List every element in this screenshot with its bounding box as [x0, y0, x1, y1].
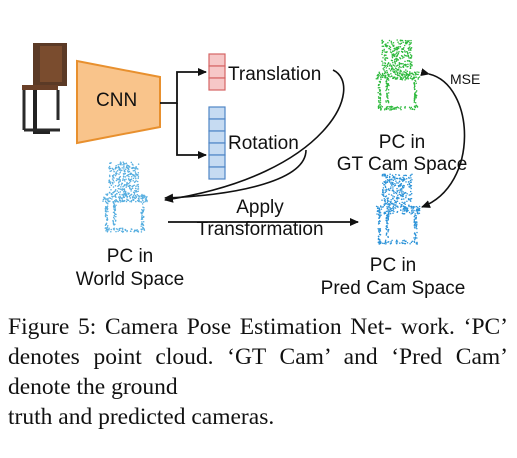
- mse-label: MSE: [450, 71, 481, 87]
- caption-line-2: work. ‘PC’ denotes point cloud. ‘GT: [8, 314, 509, 370]
- translation-to-world-arrow: [164, 69, 345, 203]
- world-space-point-cloud: [102, 161, 148, 233]
- rotation-vector: [208, 106, 226, 180]
- gt-space-label-line2: GT Cam Space: [336, 154, 468, 175]
- pred-space-label-line2: Pred Cam Space: [320, 278, 466, 299]
- chair-photo: [22, 43, 67, 134]
- translation-label: Translation: [228, 64, 322, 85]
- cnn-block: [76, 59, 161, 145]
- rotation-to-world-arrow: [164, 149, 307, 202]
- apply-transformation-label: Apply Transformation: [175, 197, 345, 241]
- cnn-to-translation-arrow: [160, 68, 207, 104]
- apply-label-line1: Apply: [236, 197, 284, 218]
- gt-space-label: PC in GT Cam Space: [322, 132, 482, 176]
- caption-line-1: Figure 5: Camera Pose Estimation Net-: [8, 314, 393, 340]
- gt-space-label-line1: PC in: [378, 132, 426, 153]
- world-space-label-line2: World Space: [75, 269, 185, 290]
- figure-caption: Figure 5: Camera Pose Estimation Net- wo…: [8, 312, 508, 432]
- pred-space-label: PC in Pred Cam Space: [298, 254, 488, 300]
- rotation-label: Rotation: [228, 133, 299, 154]
- world-space-label: PC in World Space: [55, 245, 205, 291]
- caption-line-3: Cam’ and ‘Pred Cam’ denote the ground: [8, 344, 508, 400]
- translation-vector: [208, 53, 226, 91]
- pred-cam-point-cloud: [375, 173, 421, 245]
- pose-estimation-diagram: CNN Translation Rotation MSE PC in GT Ca…: [22, 39, 488, 300]
- world-space-label-line1: PC in: [106, 246, 154, 267]
- caption-line-4: truth and predicted cameras.: [8, 404, 275, 430]
- cnn-label: CNN: [96, 90, 138, 111]
- cnn-to-rotation-arrow: [176, 103, 207, 159]
- mse-double-arrow: [420, 68, 466, 208]
- gt-cam-point-cloud: [375, 39, 421, 111]
- apply-label-line2: Transformation: [196, 219, 324, 240]
- diagram-canvas: [22, 39, 466, 245]
- pred-space-label-line1: PC in: [369, 255, 417, 276]
